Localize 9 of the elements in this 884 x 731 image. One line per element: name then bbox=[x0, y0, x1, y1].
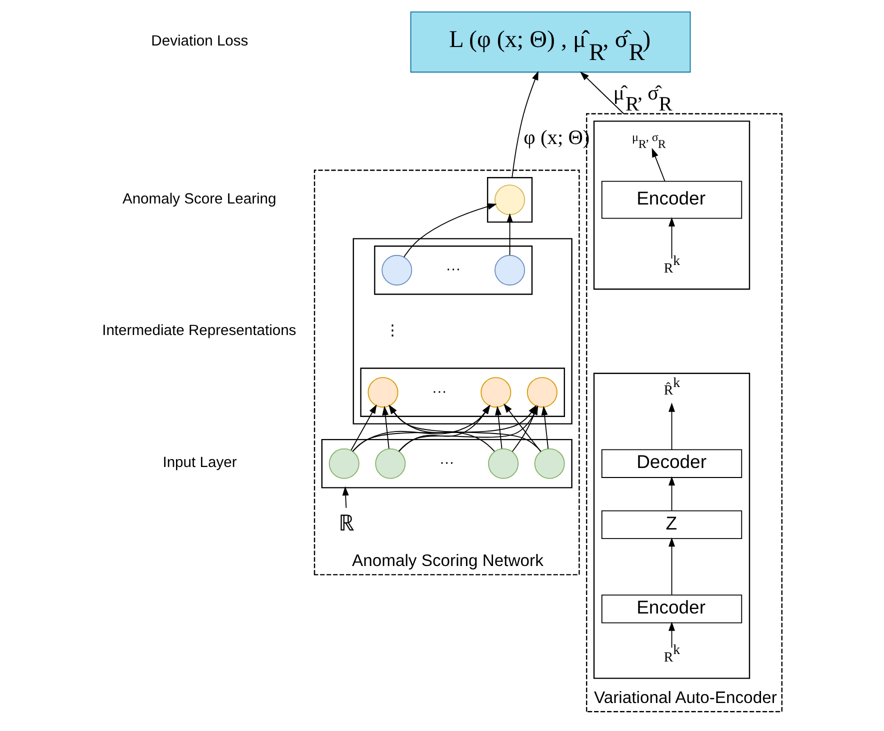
label: ··· bbox=[446, 262, 461, 278]
label: ··· bbox=[439, 455, 454, 472]
label: ⋮ bbox=[384, 322, 400, 339]
node-text: ℝ bbox=[338, 510, 355, 536]
label: Input Layer bbox=[162, 455, 237, 472]
label: Intermediate Representations bbox=[102, 322, 296, 339]
label: ··· bbox=[432, 384, 447, 400]
label: Anomaly Score Learing bbox=[122, 191, 276, 208]
label: Deviation Loss bbox=[151, 34, 248, 50]
